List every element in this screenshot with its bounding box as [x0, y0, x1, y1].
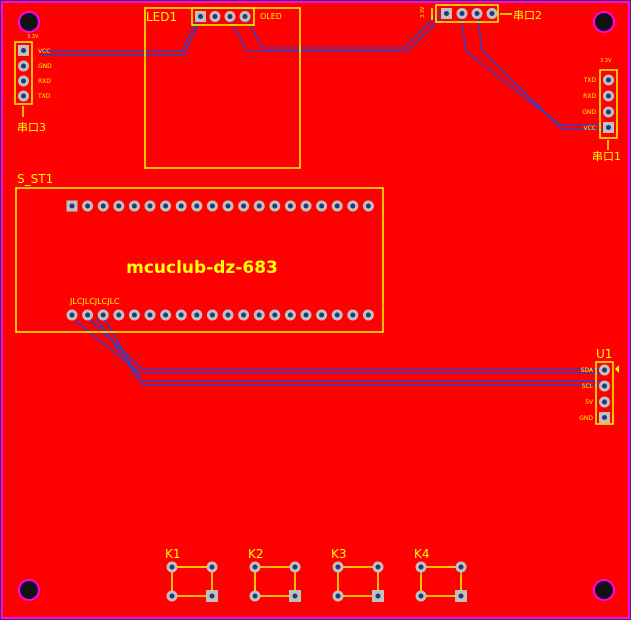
mcu-bottom-drill-10: [209, 312, 215, 318]
mcu-top-drill-4: [116, 203, 122, 209]
mount-hole-top-right: [593, 11, 615, 33]
u1-pin-1: SDA: [581, 367, 594, 374]
mcu-bottom-drill-19: [350, 312, 356, 318]
port1-pin-2: RXD: [583, 93, 596, 100]
port3-pin-3: RXD: [38, 78, 51, 85]
port2-ref: 串口2: [513, 9, 542, 22]
mcu-bottom-drill-2: [85, 312, 91, 318]
key-k3: K3: [331, 547, 384, 602]
mcu-bottom-drill-18: [334, 312, 340, 318]
u1-pin-4: GND: [579, 415, 593, 422]
key-k3-ref: K3: [331, 547, 347, 561]
port1-module: 3.3V TXD RXD GND VCC 串口1: [582, 58, 621, 163]
mount-hole-bottom-right: [593, 579, 615, 601]
mcu-top-drill-7: [163, 203, 169, 209]
mount-hole-top-left: [18, 11, 40, 33]
port1-pin-3: GND: [582, 109, 596, 116]
key-k2-ref: K2: [248, 547, 264, 561]
key-k1-ref: K1: [165, 547, 181, 561]
port1-tag: 3.3V: [600, 58, 612, 64]
port3-module: 3.3V VCC GND RXD TXD 串口3: [14, 34, 52, 134]
port1-pin-4: VCC: [584, 125, 596, 132]
mcu-top-drill-9: [194, 203, 200, 209]
mcu-bottom-drill-16: [303, 312, 309, 318]
led1-header: [191, 7, 255, 26]
mcu-bottom-drill-9: [194, 312, 200, 318]
mcu-top-drill-12: [241, 203, 247, 209]
port3-pin-1: VCC: [38, 48, 50, 55]
mcu-top-drill-13: [256, 203, 262, 209]
mcu-ref: S_ST1: [17, 172, 53, 186]
mount-hole-bottom-left: [18, 579, 40, 601]
port3-tag: 3.3V: [27, 34, 39, 40]
mcu-bottom-drill-17: [319, 312, 325, 318]
mcu-bottom-drill-12: [241, 312, 247, 318]
mcu-top-drill-6: [147, 203, 153, 209]
mcu-bottom-drill-15: [287, 312, 293, 318]
mcu-top-drill-2: [85, 203, 91, 209]
mcu-jlc-mark: JLCJLCJLCJLC: [69, 297, 120, 306]
mcu-bottom-drill-4: [116, 312, 122, 318]
mcu-top-pin-row: [66, 200, 374, 212]
mcu-top-drill-3: [100, 203, 106, 209]
port1-ref: 串口1: [592, 150, 621, 163]
u1-pin-2: SCL: [582, 383, 594, 390]
mcu-top-drill-16: [303, 203, 309, 209]
mcu-bottom-drill-13: [256, 312, 262, 318]
mcu-bottom-drill-1: [69, 312, 75, 318]
port3-pin-2: GND: [38, 63, 52, 70]
mcu-bottom-drill-11: [225, 312, 231, 318]
port1-header: [599, 69, 618, 139]
keys: K1 K2 K3 K4: [165, 547, 467, 602]
led1-pins: [195, 11, 251, 22]
port3-header: [14, 41, 33, 105]
led1-value: OLED: [260, 12, 282, 21]
led1-module: LED1 OLED: [144, 7, 301, 169]
mcu-top-drill-5: [131, 203, 137, 209]
mcu-top-drill-17: [319, 203, 325, 209]
port3-ref: 串口3: [17, 121, 46, 134]
mcu-top-drill-11: [225, 203, 231, 209]
key-k2: K2: [248, 547, 301, 602]
mcu-top-drill-20: [365, 203, 371, 209]
key-k4-ref: K4: [414, 547, 430, 561]
mcu-top-drill-8: [178, 203, 184, 209]
mcu-module: S_ST1 mcuclub-dz-683 JLCJLCJLCJLC: [15, 172, 384, 333]
port3-pin-4: TXD: [37, 93, 51, 100]
key-k4: K4: [414, 547, 467, 602]
key-k1: K1: [165, 547, 218, 602]
port1-pin-1: TXD: [583, 77, 597, 84]
port2-tag: 3.3V: [420, 6, 426, 18]
mcu-bottom-drill-20: [365, 312, 371, 318]
mcu-bottom-drill-5: [131, 312, 137, 318]
mcu-bottom-drill-8: [178, 312, 184, 318]
mcu-bottom-pin-row: [66, 309, 374, 321]
mcu-top-drill-14: [272, 203, 278, 209]
mcu-top-drill-18: [334, 203, 340, 209]
mcu-bottom-drill-3: [100, 312, 106, 318]
mounting-holes: [18, 11, 615, 601]
mcu-bottom-drill-14: [272, 312, 278, 318]
mcu-bottom-drill-7: [163, 312, 169, 318]
mcu-top-drill-15: [287, 203, 293, 209]
mcu-top-drill-19: [350, 203, 356, 209]
mcu-bottom-drill-6: [147, 312, 153, 318]
u1-pin-3: 5V: [585, 399, 594, 406]
port2-header: [435, 4, 499, 23]
u1-module: U1 SDA SCL 5V GND: [579, 347, 619, 425]
port2-module: 3.3V 串口2: [420, 4, 542, 23]
led1-ref: LED1: [146, 10, 177, 24]
mcu-outline: [15, 187, 384, 333]
traces: [40, 11, 608, 386]
mcu-top-drill-1: [69, 203, 75, 209]
u1-header: [595, 361, 614, 425]
mcu-top-drill-10: [209, 203, 215, 209]
board-name: mcuclub-dz-683: [126, 258, 278, 278]
u1-ref: U1: [596, 347, 612, 361]
